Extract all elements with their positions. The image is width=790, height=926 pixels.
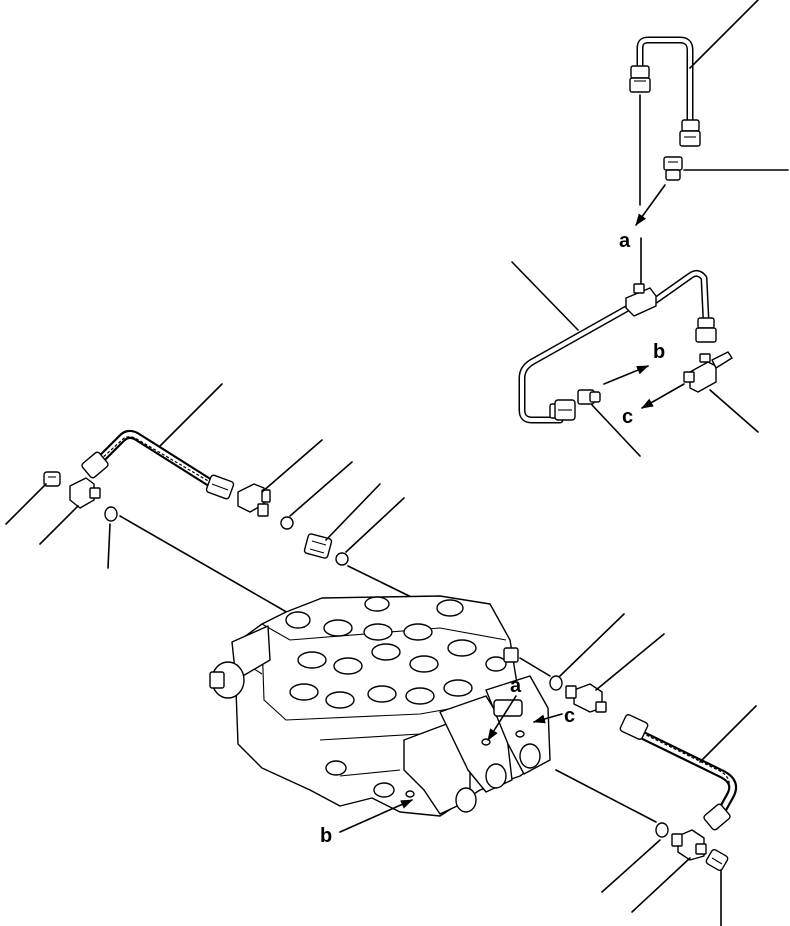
arrow-line xyxy=(641,383,685,409)
leader-line xyxy=(709,389,759,433)
o-ring xyxy=(104,506,118,522)
tee-fitting-right xyxy=(683,351,733,393)
leader-line xyxy=(119,515,291,615)
control-valve-block xyxy=(209,595,551,817)
leader-line xyxy=(39,505,79,545)
leader-line xyxy=(601,839,661,893)
middle-adapter-fitting xyxy=(577,389,601,405)
right-hose-assembly xyxy=(619,714,738,831)
leader-line xyxy=(595,633,665,691)
o-ring xyxy=(655,822,669,838)
o-ring xyxy=(280,516,294,530)
callout-a-top: a xyxy=(619,230,631,252)
leader-line xyxy=(107,523,111,569)
right-plug xyxy=(705,848,729,872)
leader-line xyxy=(345,497,405,553)
leader-line xyxy=(289,461,353,517)
upper-pilot-tube xyxy=(629,36,701,147)
callout-a-block: a xyxy=(510,675,522,697)
leader-line xyxy=(5,483,47,525)
swivel-fitting xyxy=(237,483,271,517)
arrow-line xyxy=(635,184,666,226)
left-elbow-fitting xyxy=(69,477,101,509)
leader-line xyxy=(159,383,223,447)
leader-line xyxy=(325,483,381,541)
leader-line xyxy=(511,261,579,331)
o-ring xyxy=(335,552,349,566)
leader-line xyxy=(559,613,625,677)
o-ring xyxy=(549,675,563,691)
leader-line xyxy=(689,0,759,69)
tee-pilot-tube xyxy=(518,269,717,424)
arrow-line xyxy=(603,365,649,385)
arrow-line xyxy=(533,713,563,724)
upper-adapter-fitting xyxy=(663,156,683,181)
arrow-line xyxy=(487,695,517,741)
leader-line xyxy=(261,439,323,493)
leader-line xyxy=(591,404,641,457)
leader-line xyxy=(699,705,757,763)
callout-c-block: c xyxy=(564,705,575,727)
leader-line xyxy=(519,657,551,677)
left-hose-assembly xyxy=(81,429,235,500)
connector-nut xyxy=(303,533,333,559)
leader-line xyxy=(631,857,691,913)
callout-b-block: b xyxy=(320,825,332,847)
right-elbow-fitting-upper xyxy=(565,683,607,713)
arrow-line xyxy=(339,799,413,833)
right-elbow-fitting-lower xyxy=(671,829,707,861)
callout-b-top: b xyxy=(653,341,665,363)
left-plug xyxy=(43,471,61,487)
callout-c-top: c xyxy=(622,406,633,428)
leader-line xyxy=(555,769,657,823)
